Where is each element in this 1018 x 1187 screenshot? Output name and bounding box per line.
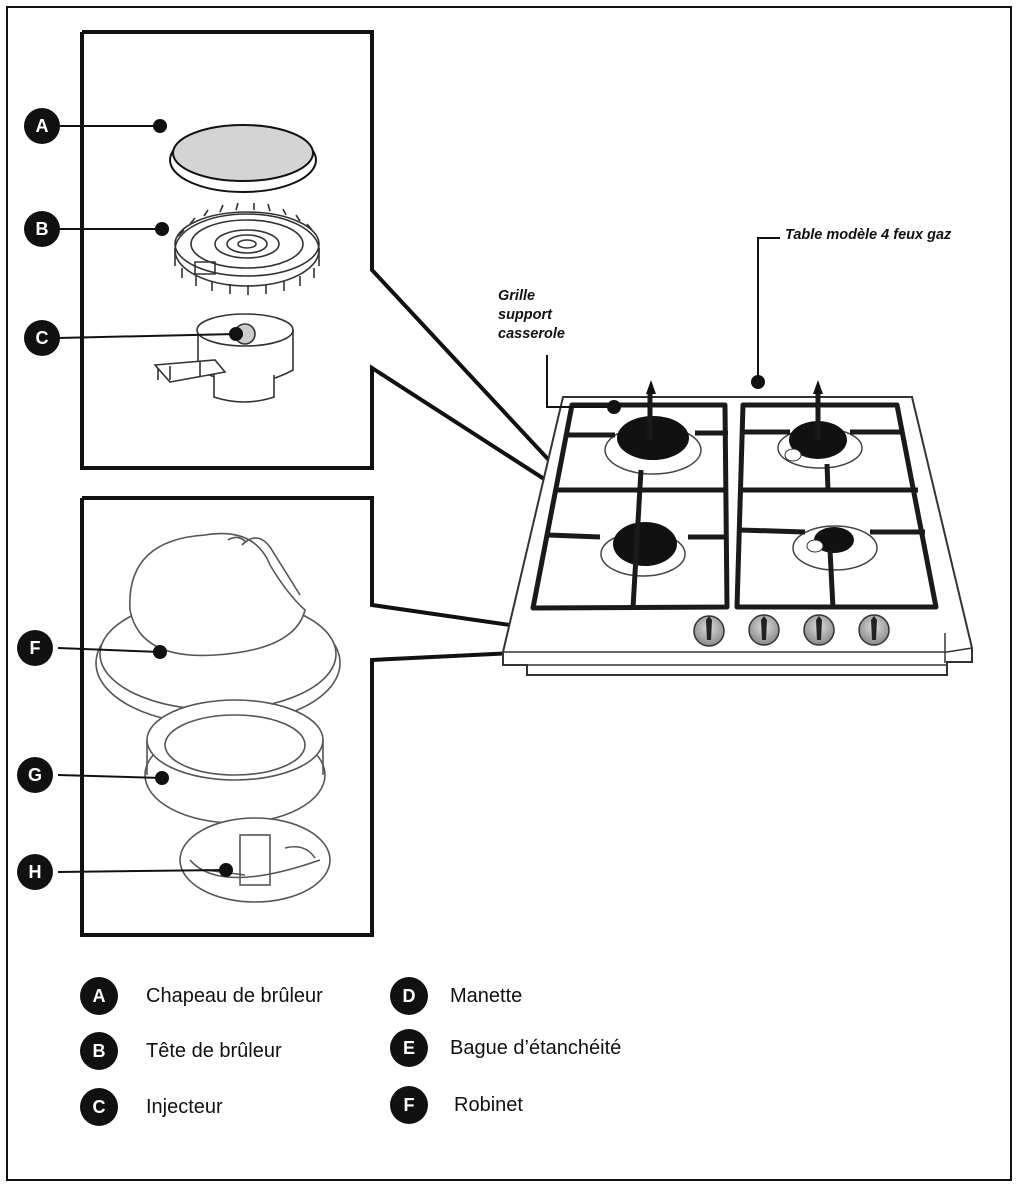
legend-badge: D — [390, 977, 428, 1015]
seal-ring-drawing — [144, 699, 326, 824]
badge-c: C — [24, 320, 60, 356]
legend-item: F Robinet — [390, 1085, 523, 1125]
legend-item: A Chapeau de brûleur — [80, 976, 323, 1016]
grille-callout-line1: Grille — [498, 288, 536, 304]
legend-badge: A — [80, 977, 118, 1015]
legend-label: Manette — [450, 984, 523, 1007]
cooktop-callout: Table modèle 4 feux gaz — [785, 227, 952, 243]
knob-drawing — [95, 532, 341, 726]
legend-badge: E — [390, 1029, 428, 1067]
leader-lines-bottom — [57, 645, 233, 877]
legend-item: D Manette — [390, 976, 522, 1016]
badge-f: F — [17, 630, 53, 666]
cooktop-leaders — [546, 237, 780, 414]
grille-callout-line2: support — [498, 307, 552, 323]
badge-g: G — [17, 757, 53, 793]
badge-a: A — [24, 108, 60, 144]
leader-lines-top — [57, 119, 243, 341]
legend-badge: C — [80, 1088, 118, 1126]
legend-item: C Injecteur — [80, 1087, 223, 1127]
legend-label: Injecteur — [146, 1095, 223, 1118]
burner-cap-drawing — [169, 124, 317, 193]
burner-head-drawing — [174, 202, 320, 295]
legend-badge: B — [80, 1032, 118, 1070]
legend-label: Chapeau de brûleur — [146, 984, 323, 1007]
top-detail-panel — [80, 30, 602, 517]
tap-drawing — [179, 817, 331, 903]
legend-label: Bague d’étanchéité — [450, 1036, 622, 1059]
badge-b: B — [24, 211, 60, 247]
legend-label: Tête de brûleur — [146, 1039, 282, 1062]
grille-callout-line3: casserole — [498, 326, 565, 342]
cooktop-knobs — [693, 614, 890, 647]
legend-item: E Bague d’étanchéité — [390, 1028, 621, 1068]
grille-callout: Grille support casserole — [498, 287, 565, 344]
badge-h: H — [17, 854, 53, 890]
cooktop-drawing — [502, 380, 973, 676]
injector-drawing — [153, 313, 294, 403]
legend-badge: F — [390, 1086, 428, 1124]
diagram-frame — [6, 6, 1012, 1181]
legend-label: Robinet — [454, 1093, 523, 1116]
legend-item: B Tête de brûleur — [80, 1031, 282, 1071]
